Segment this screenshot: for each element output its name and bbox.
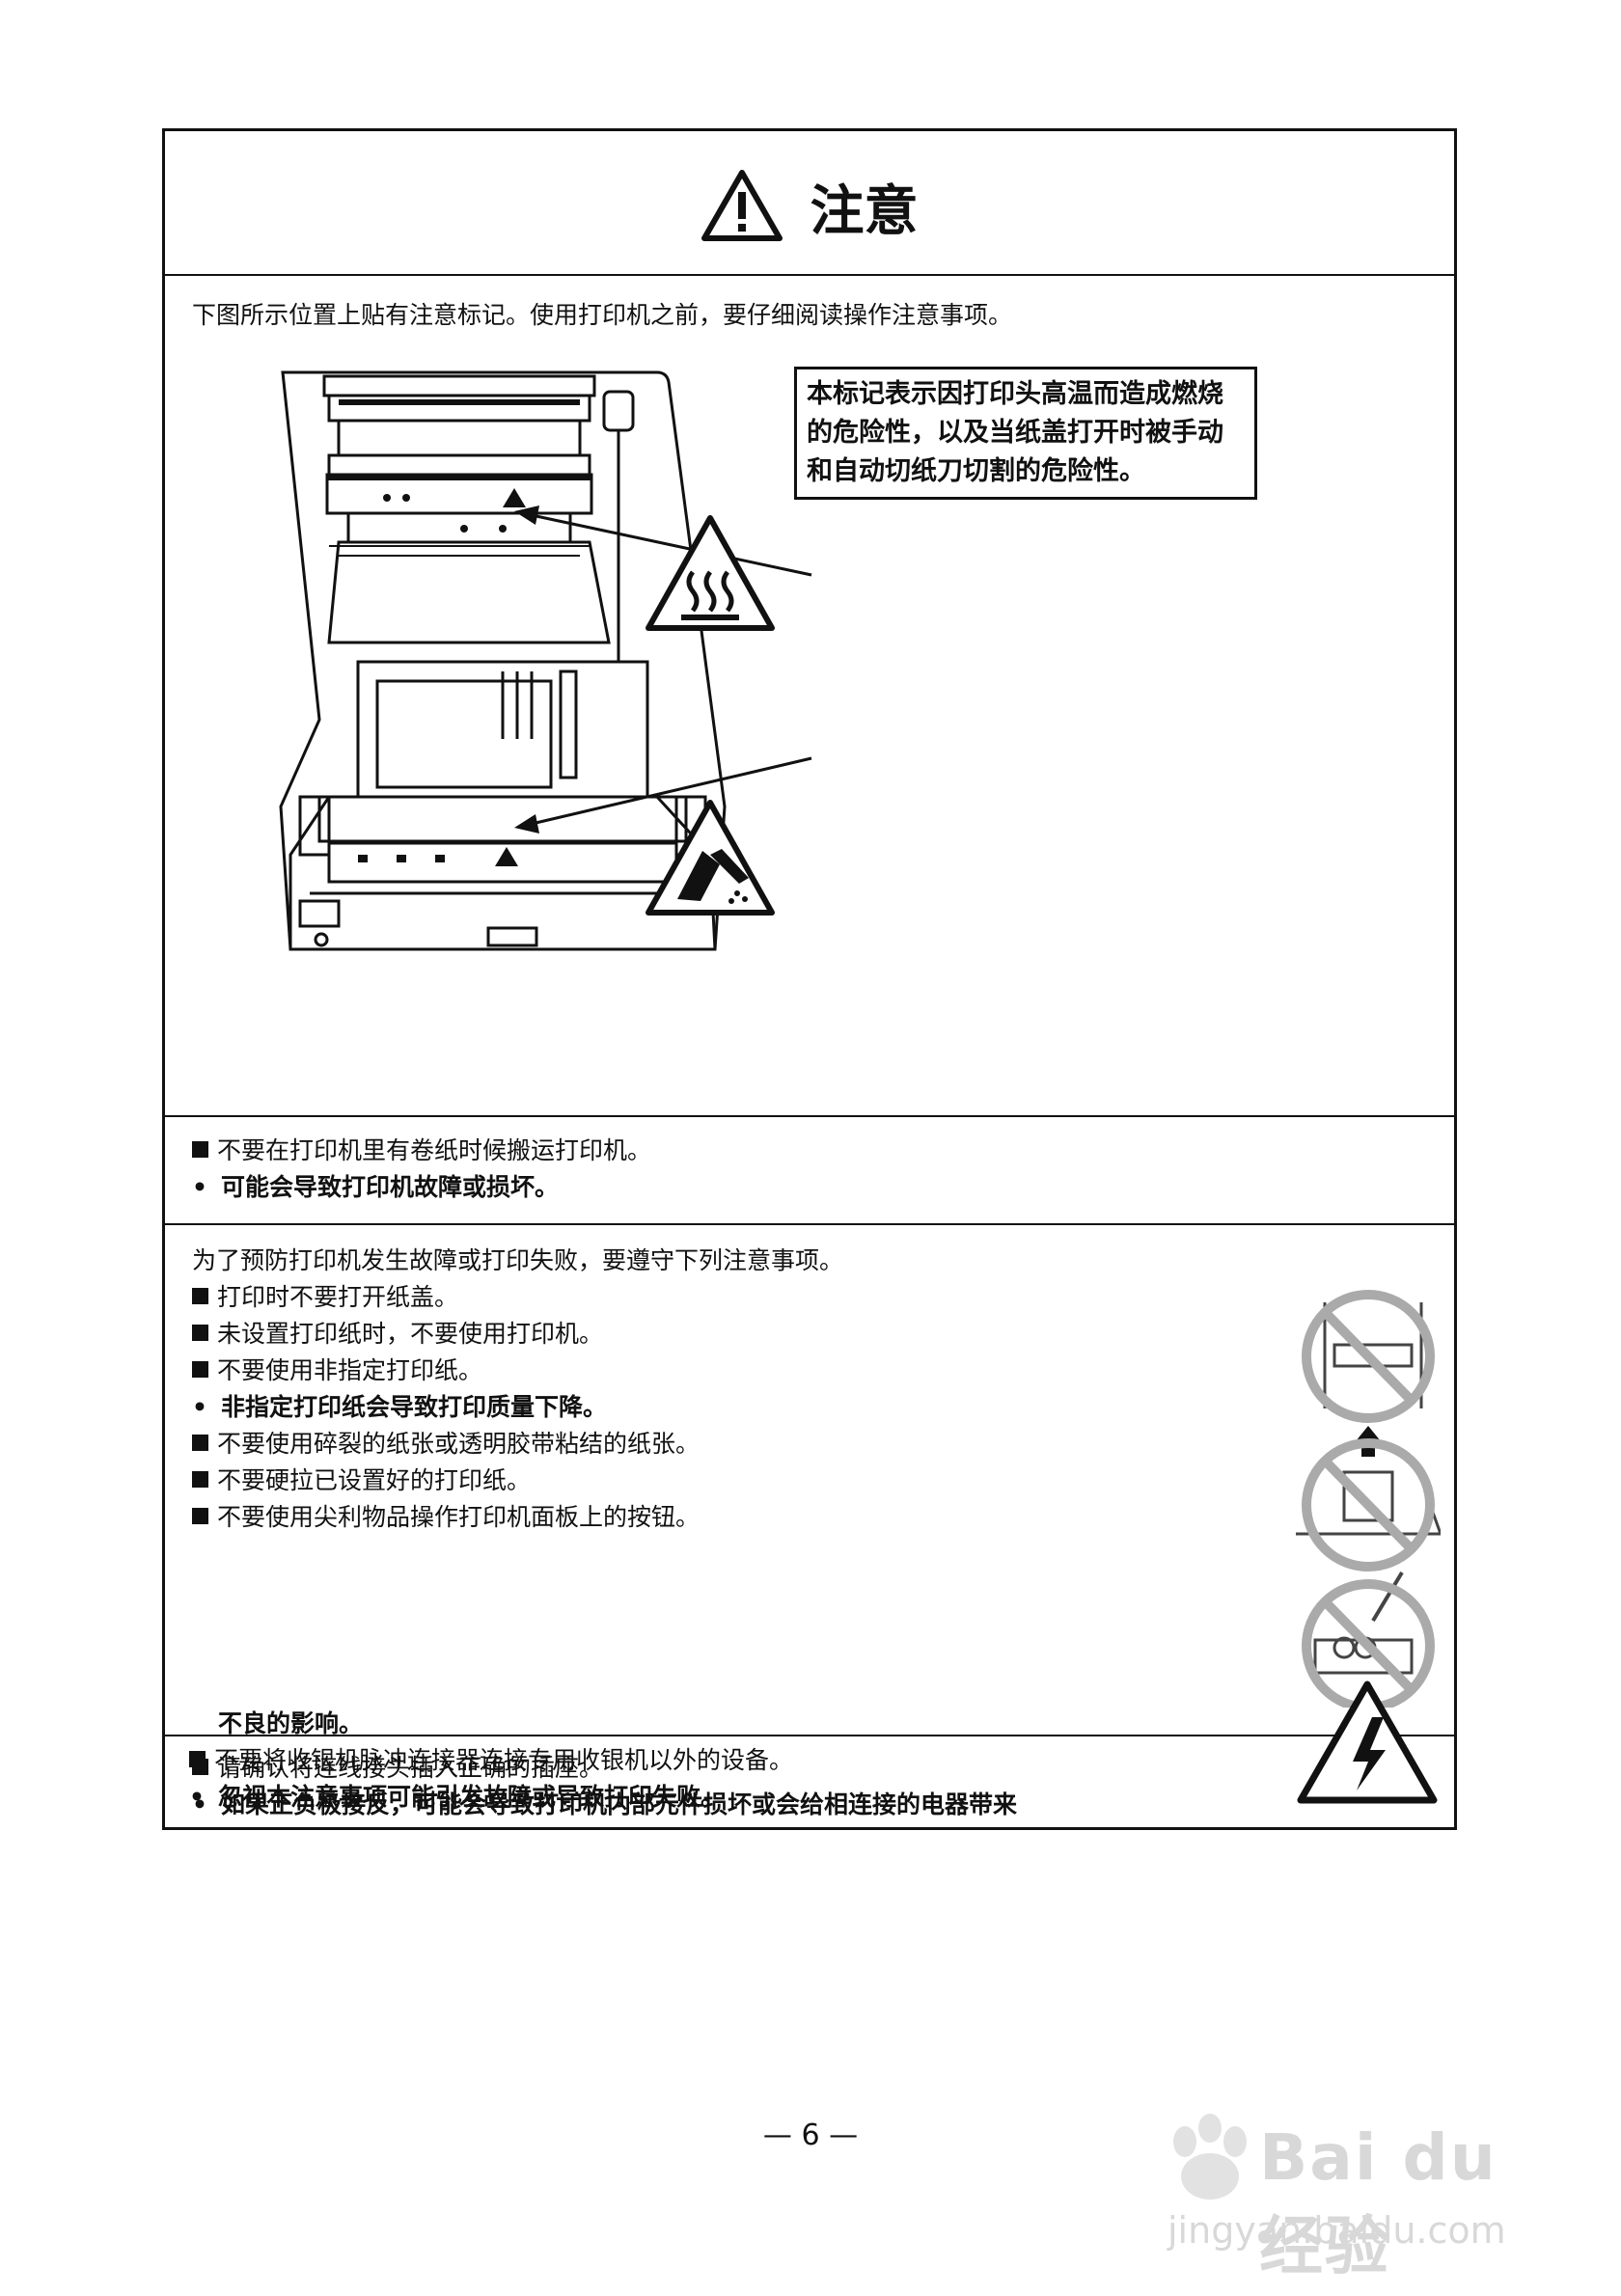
square-bullet-icon (192, 1435, 208, 1451)
consequence-item: •可能会导致打印机故障或损坏。 (192, 1173, 560, 1201)
no-sharp-objects-icon (1302, 1571, 1435, 1708)
warning-callout: 本标记表示因打印头高温而造成燃烧的危险性，以及当纸盖打开时被手动和自动切纸刀切割… (794, 367, 1257, 500)
caution-item: 不要使用碎裂的纸张或透明胶带粘结的纸张。 (192, 1430, 700, 1459)
page-number: — 6 — (762, 2118, 859, 2152)
square-bullet-icon (192, 1361, 208, 1378)
square-bullet-icon (192, 1471, 208, 1488)
printer-illustration (279, 370, 727, 951)
caution-item: 未设置打印纸时，不要使用打印机。 (192, 1320, 603, 1349)
caution-item: 打印时不要打开纸盖。 (192, 1283, 458, 1312)
caution-title: 注意 (810, 180, 919, 243)
square-bullet-icon (192, 1288, 208, 1304)
watermark-url: jingyan.baidu.com (1168, 2209, 1506, 2252)
paper-precautions-section: 为了预防打印机发生故障或打印失败，要遵守下列注意事项。 打印时不要打开纸盖。 未… (165, 1223, 1454, 1735)
hot-surface-warning-icon (646, 515, 775, 631)
no-opening-cover-icon (1302, 1290, 1435, 1423)
square-bullet-icon (192, 1141, 208, 1158)
section-intro: 为了预防打印机发生故障或打印失败，要遵守下列注意事项。 (192, 1246, 844, 1274)
no-pulling-paper-icon (1296, 1426, 1441, 1572)
caution-item: 不要硬拉已设置好的打印纸。 (192, 1466, 531, 1495)
electric-shock-warning-icon (1297, 1681, 1438, 1804)
transport-section: 不要在打印机里有卷纸时候搬运打印机。 •可能会导致打印机故障或损坏。 (165, 1115, 1454, 1223)
consequence-item: •非指定打印纸会导致打印质量下降。 (192, 1393, 608, 1421)
consequence-item: •如果正负极接反，可能会导致打印机内部元件损坏或会给相连接的电器带来 (192, 1790, 1018, 1818)
intro-text: 下图所示位置上贴有注意标记。使用打印机之前，要仔细阅读操作注意事项。 (192, 301, 1013, 329)
square-bullet-icon (189, 1751, 206, 1767)
cutter-warning-icon (646, 800, 775, 916)
square-bullet-icon (192, 1508, 208, 1524)
prohibition-icons (1296, 1290, 1441, 1708)
caution-item: 不要使用非指定打印纸。 (192, 1356, 482, 1385)
connector-section: 请确认将连线接头插入正确的插座。 •如果正负极接反，可能会导致打印机内部元件损坏… (165, 1735, 1454, 1831)
caution-item: 请确认将连线接头插入正确的插座。 (192, 1754, 603, 1783)
consequence-item: •忽视本注意事项可能引发故障或导致打印失败。 (189, 1783, 726, 1811)
caution-box: 注意 下图所示位置上贴有注意标记。使用打印机之前，要仔细阅读操作注意事项。 (162, 128, 1457, 1830)
label-location-section: 下图所示位置上贴有注意标记。使用打印机之前，要仔细阅读操作注意事项。 (165, 274, 1454, 1115)
pointer-arrows (514, 506, 812, 834)
paw-logo-icon (1173, 2114, 1247, 2200)
watermark-brand: Bai du 经验 (1259, 2120, 1497, 2283)
caution-item: 不要使用尖利物品操作打印机面板上的按钮。 (192, 1503, 700, 1532)
caution-header: 注意 (165, 131, 1454, 274)
baidu-watermark: Bai du 经验 jingyan.baidu.com (1158, 2113, 1563, 2283)
square-bullet-icon (192, 1325, 208, 1341)
caution-item: 不要将收银机脉冲连接器连接专用收银机以外的设备。 (189, 1741, 793, 1776)
caution-item: 不要在打印机里有卷纸时候搬运打印机。 (192, 1136, 651, 1165)
consequence-continuation: 不良的影响。 (218, 1709, 364, 1737)
warning-triangle-icon (701, 169, 783, 246)
